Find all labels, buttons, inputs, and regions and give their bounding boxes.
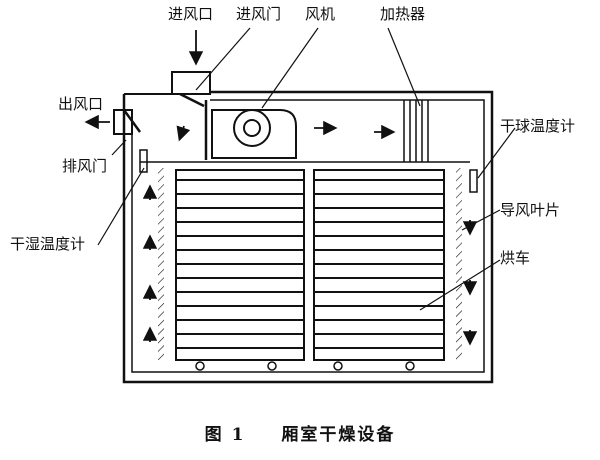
- figure-caption: 图 1 厢室干燥设备: [0, 420, 600, 445]
- airflow-arrows: [84, 30, 478, 346]
- inlet-box: [171, 71, 211, 108]
- drying-cart-left: [175, 169, 305, 371]
- drying-cart-right: [313, 169, 445, 371]
- outlet-duct: [113, 109, 142, 135]
- label-inlet: 进风口: [168, 5, 214, 23]
- dry-wet-thermometer: [139, 149, 148, 173]
- guide-vanes-right: [456, 168, 462, 360]
- label-heater: 加热器: [380, 5, 426, 23]
- fan: [204, 100, 297, 160]
- label-exhaust-door: 排风门: [62, 157, 108, 175]
- label-dry-bulb-thermometer: 干球温度计: [500, 117, 576, 135]
- label-outlet: 出风口: [58, 95, 104, 113]
- label-guide-vanes: 导风叶片: [500, 201, 561, 219]
- caption-title: 厢室干燥设备: [281, 425, 396, 445]
- label-fan: 风机: [305, 5, 336, 23]
- dry-bulb-thermometer: [469, 169, 478, 193]
- label-drying-cart: 烘车: [500, 249, 531, 267]
- chamber-wall: [122, 90, 494, 384]
- label-dry-wet-thermometer: 干湿温度计: [10, 235, 86, 253]
- label-inlet-door: 进风门: [236, 5, 282, 23]
- heater: [403, 100, 429, 162]
- caption-number: 图 1: [204, 425, 246, 445]
- leader-lines: [97, 27, 516, 311]
- guide-vanes-left: [158, 168, 164, 360]
